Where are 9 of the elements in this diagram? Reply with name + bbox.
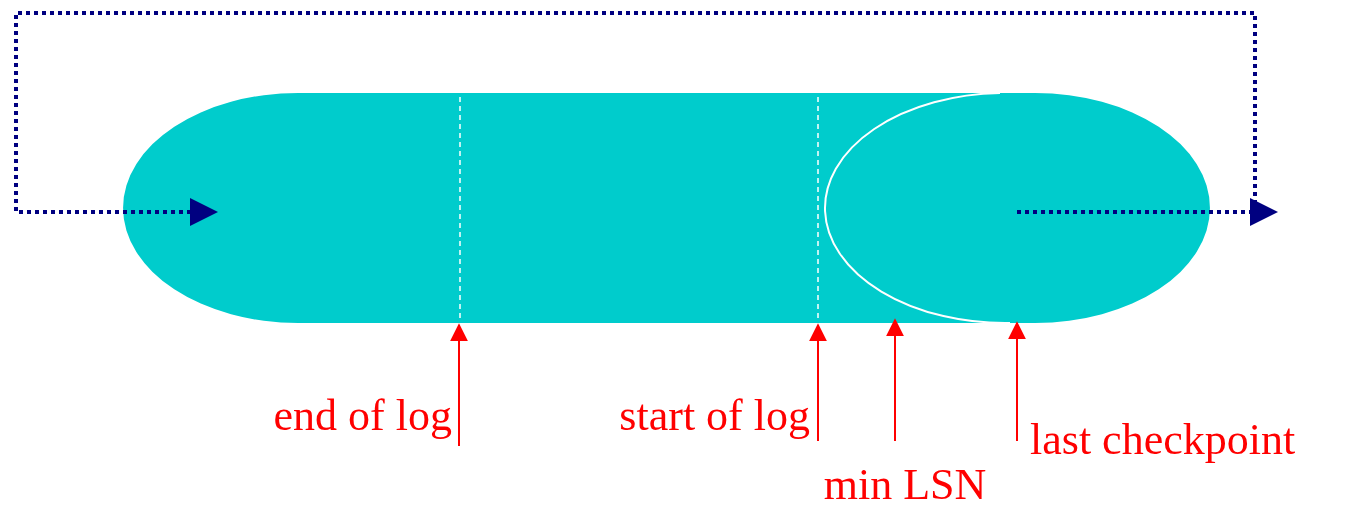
pointer-arrow: [450, 323, 468, 447]
pointer-arrow: [886, 318, 904, 442]
pointer-label: last checkpoint: [1030, 418, 1296, 462]
pointer-label: start of log: [619, 394, 810, 438]
pointer-label: end of log: [273, 394, 452, 438]
pointer-arrow: [1008, 321, 1026, 442]
pointer-arrow: [809, 323, 827, 442]
pointer-label: min LSN: [823, 463, 987, 507]
log-capsule: [123, 93, 1210, 323]
